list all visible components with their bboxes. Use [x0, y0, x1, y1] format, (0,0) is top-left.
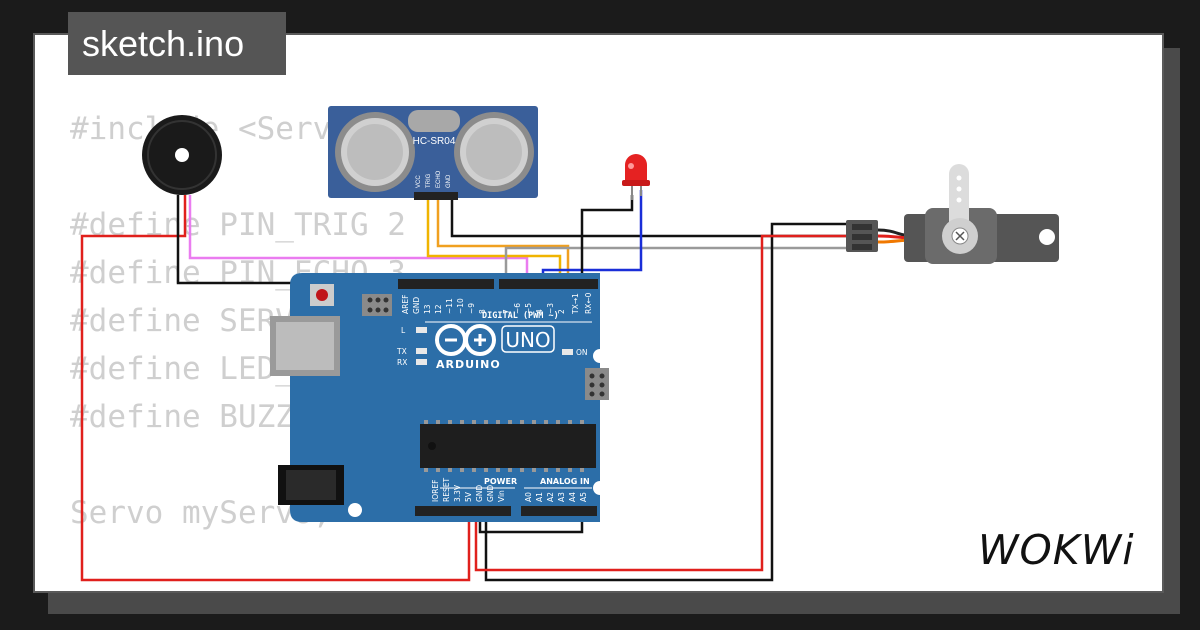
wire-servo-black [484, 222, 848, 582]
pin-label: 4 [535, 309, 544, 314]
wire-echo-orange [436, 198, 570, 283]
wire-sensor-gnd [450, 198, 848, 238]
sensor-transducer-right [454, 112, 534, 192]
pin-label: 2 [557, 309, 566, 314]
pin-label: 5V [464, 491, 473, 502]
power-label: POWER [484, 477, 517, 486]
wokwi-logo: WOKWi [978, 526, 1135, 574]
power-header[interactable] [415, 506, 511, 516]
pin-label: IOREF [431, 480, 440, 502]
arduino-uno-board[interactable]: AREF GND 13 12 ~11 ~10 ~9 8 7 ~6 ~5 4 ~3… [270, 273, 609, 522]
wire-servo-red [474, 234, 848, 572]
led-tx-label: TX [396, 347, 407, 356]
wire-buzzer-red [80, 195, 471, 582]
pin-label: AREF [401, 295, 410, 314]
analog-label: ANALOG IN [540, 477, 590, 486]
pin-label: A5 [579, 492, 588, 502]
digital-header-left[interactable] [398, 279, 494, 289]
wire-buzzer-black [176, 195, 388, 285]
pin-label: ~10 [456, 298, 465, 314]
pin-label: TX→1 [571, 293, 580, 315]
sensor-model-label: HC-SR04 [413, 136, 456, 147]
wire-echo-violet [188, 195, 529, 283]
arduino-logo [435, 324, 496, 356]
board-model-label: UNO [505, 328, 550, 352]
pin-label: GND [486, 485, 495, 502]
pin-label: RX←0 [584, 292, 593, 314]
pin-label: A0 [524, 492, 533, 502]
pin-label: ~5 [524, 303, 533, 314]
pin-label: A3 [557, 492, 566, 502]
pin-label: 13 [423, 304, 432, 314]
pin-label: 3.3V [453, 484, 462, 502]
pin-label: GND [412, 297, 421, 314]
pin-label: 12 [434, 304, 443, 314]
pin-label: Vin [497, 490, 506, 502]
sensor-transducer-left [335, 112, 415, 192]
led-l-label: L [401, 326, 406, 335]
pin-label: A2 [546, 492, 555, 502]
led-on-indicator [562, 349, 573, 355]
pin-label: GND [475, 485, 484, 502]
file-tab[interactable]: sketch.ino [68, 12, 286, 75]
pin-label: 7 [502, 309, 511, 314]
icsp-header [362, 294, 392, 316]
red-led[interactable] [622, 154, 650, 200]
pin-label: ~6 [513, 303, 522, 314]
pin-label: RESET [442, 478, 451, 502]
wire-trig-yellow [426, 198, 562, 283]
digital-header-right[interactable] [499, 279, 598, 289]
led-rx-indicator [416, 359, 427, 365]
pin-label: ~11 [445, 298, 454, 314]
sensor-pin-gnd: GND [446, 174, 452, 188]
ultrasonic-sensor[interactable]: HC-SR04 VCC TRIG ECHO GND [328, 106, 538, 200]
led-rx-label: RX [397, 358, 407, 367]
pin-label: A1 [535, 492, 544, 502]
pin-label: ~3 [546, 303, 555, 314]
sensor-pin-trig: TRIG [426, 173, 432, 188]
buzzer[interactable] [142, 115, 222, 195]
microcontroller-chip [420, 420, 596, 472]
icsp-header-right [585, 368, 609, 400]
sensor-pin-echo: ECHO [436, 170, 442, 188]
pin-label: 8 [478, 309, 487, 314]
sensor-pin-vcc: VCC [416, 175, 422, 188]
pin-label: ~9 [467, 303, 476, 314]
analog-header[interactable] [521, 506, 597, 516]
wire-servo-signal [504, 246, 848, 283]
led-tx-indicator [416, 348, 427, 354]
servo-motor[interactable] [846, 164, 1059, 264]
led-on-label: ON [576, 348, 588, 357]
digital-pwm-label: DIGITAL (PWM ~) [482, 311, 559, 321]
board-brand-label: ARDUINO [436, 358, 501, 371]
led-l-indicator [416, 327, 427, 333]
pin-label: A4 [568, 492, 577, 502]
